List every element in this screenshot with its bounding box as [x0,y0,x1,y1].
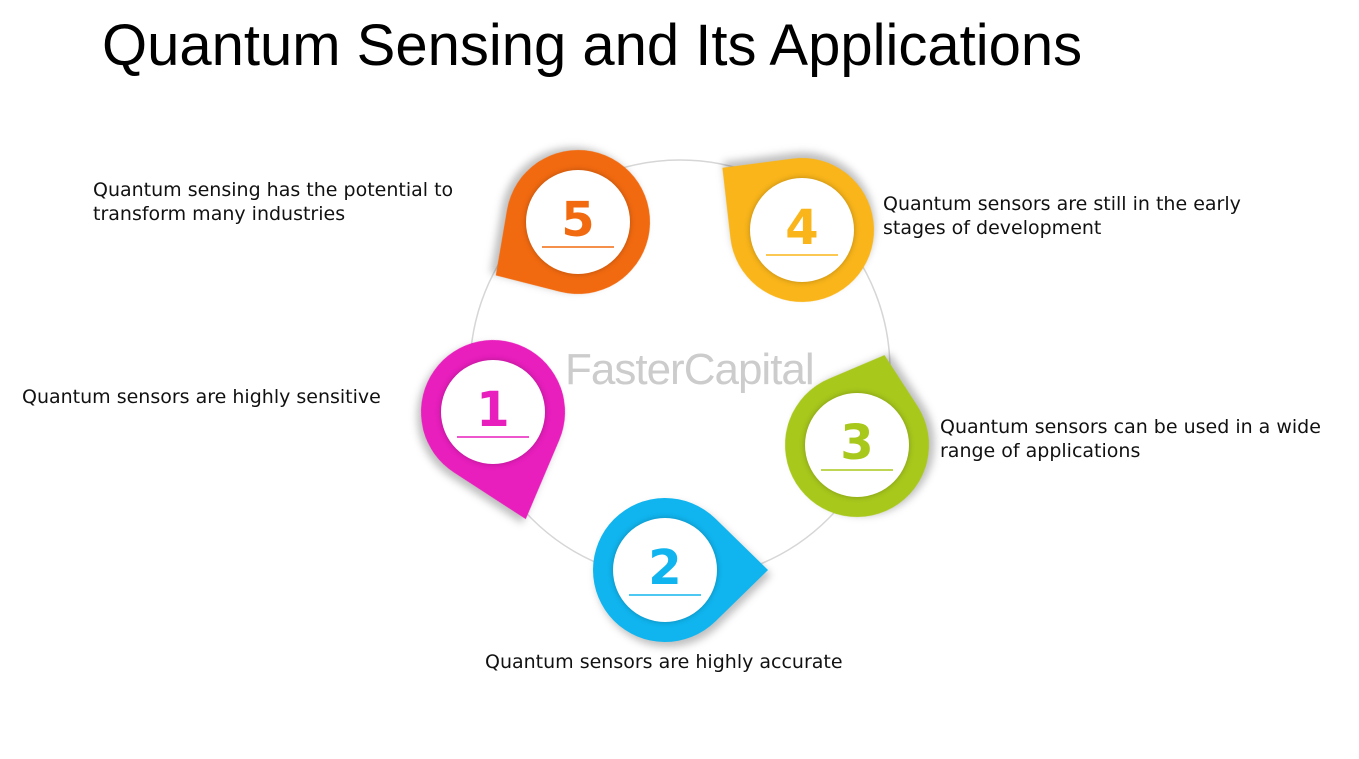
item-1-text: Quantum sensors are highly sensitive [22,386,381,408]
item-3-text: Quantum sensors can be used in a wide ra… [940,416,1321,462]
pin-number-1: 1 [476,382,509,438]
pin-number-5: 5 [561,192,594,248]
pin-number-4: 4 [785,200,818,256]
item-5-text: Quantum sensing has the potential to tra… [93,179,454,225]
page-title: Quantum Sensing and Its Applications [102,13,1083,78]
pin-inner-circle [613,518,717,622]
item-2-text: Quantum sensors are highly accurate [485,651,843,673]
pin-number-3: 3 [840,415,873,471]
pin-1: 1 [421,340,565,520]
pin-number-2: 2 [648,540,681,596]
pin-3: 3 [785,355,929,517]
pin-inner-circle [441,360,545,464]
watermark-logo: FasterCapital [565,345,815,394]
pin-inner-circle [805,393,909,497]
pin-inner-circle [750,178,854,282]
pin-inner-circle [526,170,630,274]
item-4-text: Quantum sensors are still in the early s… [883,193,1241,239]
pin-4: 4 [722,158,874,302]
pin-5: 5 [495,150,650,294]
pin-2: 2 [593,498,768,642]
